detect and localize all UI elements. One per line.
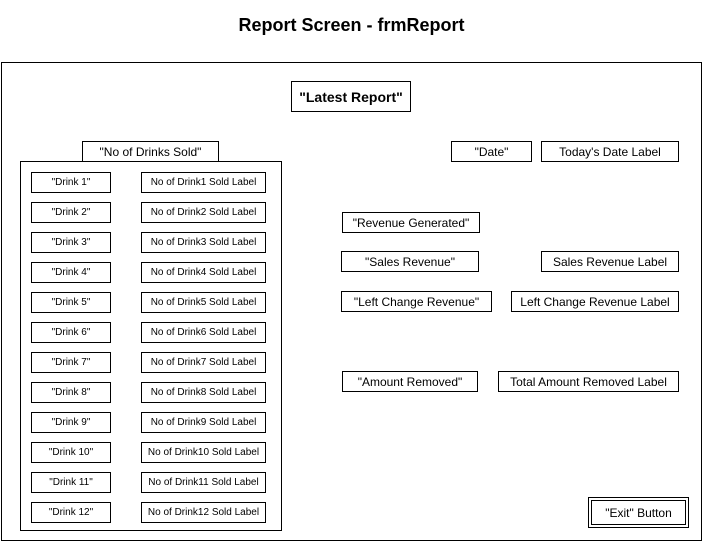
drinks-sold-header: "No of Drinks Sold"	[82, 141, 219, 162]
drink-sold-count-label: No of Drink10 Sold Label	[141, 442, 266, 463]
sales-revenue-label: "Sales Revenue"	[341, 251, 479, 272]
drink-name-label: "Drink 2"	[31, 202, 111, 223]
drink-name-label: "Drink 8"	[31, 382, 111, 403]
page-title: Report Screen - frmReport	[238, 15, 465, 35]
drink-sold-count-label: No of Drink2 Sold Label	[141, 202, 266, 223]
amount-removed-label: "Amount Removed"	[342, 371, 478, 392]
latest-report-label: "Latest Report"	[291, 81, 411, 112]
drink-name-label: "Drink 3"	[31, 232, 111, 253]
drink-name-label: "Drink 9"	[31, 412, 111, 433]
drink-sold-count-label: No of Drink12 Sold Label	[141, 502, 266, 523]
drink-name-label: "Drink 10"	[31, 442, 111, 463]
drinks-list-frame	[20, 161, 282, 531]
drink-sold-count-label: No of Drink6 Sold Label	[141, 322, 266, 343]
drink-sold-count-label: No of Drink7 Sold Label	[141, 352, 266, 373]
todays-date-label: Today's Date Label	[541, 141, 679, 162]
drink-name-label: "Drink 7"	[31, 352, 111, 373]
left-change-revenue-label: "Left Change Revenue"	[341, 291, 492, 312]
drink-name-label: "Drink 11"	[31, 472, 111, 493]
drink-name-label: "Drink 1"	[31, 172, 111, 193]
date-label: "Date"	[451, 141, 532, 162]
amount-removed-value-label: Total Amount Removed Label	[498, 371, 679, 392]
drink-sold-count-label: No of Drink9 Sold Label	[141, 412, 266, 433]
drink-name-label: "Drink 12"	[31, 502, 111, 523]
left-change-revenue-value-label: Left Change Revenue Label	[511, 291, 679, 312]
drink-sold-count-label: No of Drink1 Sold Label	[141, 172, 266, 193]
drink-sold-count-label: No of Drink3 Sold Label	[141, 232, 266, 253]
form-frame	[1, 62, 702, 541]
exit-button-label: "Exit" Button	[591, 500, 686, 525]
drink-name-label: "Drink 6"	[31, 322, 111, 343]
sales-revenue-value-label: Sales Revenue Label	[541, 251, 679, 272]
drink-name-label: "Drink 4"	[31, 262, 111, 283]
drink-sold-count-label: No of Drink8 Sold Label	[141, 382, 266, 403]
drink-sold-count-label: No of Drink5 Sold Label	[141, 292, 266, 313]
drink-sold-count-label: No of Drink11 Sold Label	[141, 472, 266, 493]
exit-button[interactable]: "Exit" Button	[588, 497, 689, 528]
revenue-generated-label: "Revenue Generated"	[342, 212, 480, 233]
drink-sold-count-label: No of Drink4 Sold Label	[141, 262, 266, 283]
drink-name-label: "Drink 5"	[31, 292, 111, 313]
